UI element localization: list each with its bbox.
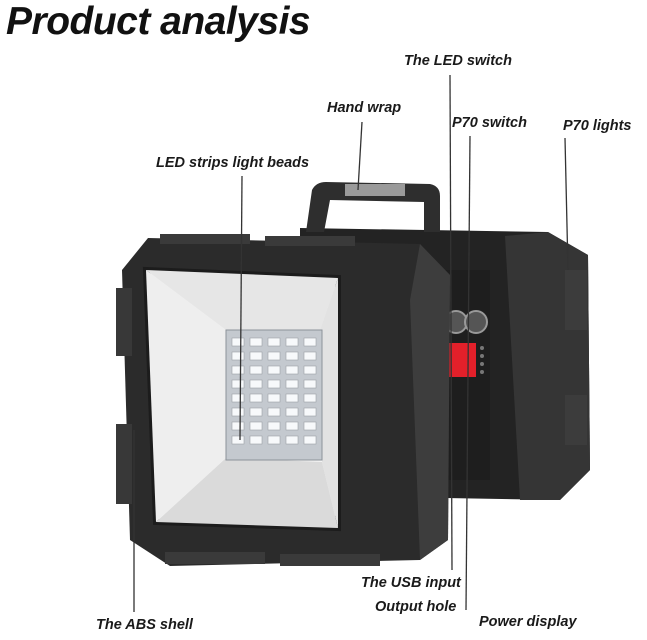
label-abs-shell: The ABS shell [96, 617, 193, 633]
leader-p70-lights [564, 137, 569, 271]
label-power-display: Power display [479, 614, 577, 630]
label-led-switch: The LED switch [404, 53, 512, 69]
leader-led-strips [239, 175, 243, 441]
leader-hand-wrap [357, 121, 363, 191]
label-hand-wrap: Hand wrap [327, 100, 402, 116]
power-display-indicator [448, 343, 476, 377]
label-led-strips: LED strips light beads [156, 155, 310, 171]
p70-switch-button [464, 310, 488, 334]
leader-lines [133, 74, 569, 612]
page-title: Product analysis [6, 0, 311, 43]
label-p70-switch: P70 switch [452, 115, 527, 131]
led-strips-panel [225, 329, 323, 461]
label-usb-input: The USB input [361, 575, 461, 591]
leader-led-switch [449, 74, 453, 571]
hand-wrap-handle [306, 182, 440, 232]
label-p70-lights: P70 lights [563, 118, 632, 134]
label-output-hole: Output hole [375, 599, 457, 615]
leader-p70-switch [465, 135, 471, 611]
